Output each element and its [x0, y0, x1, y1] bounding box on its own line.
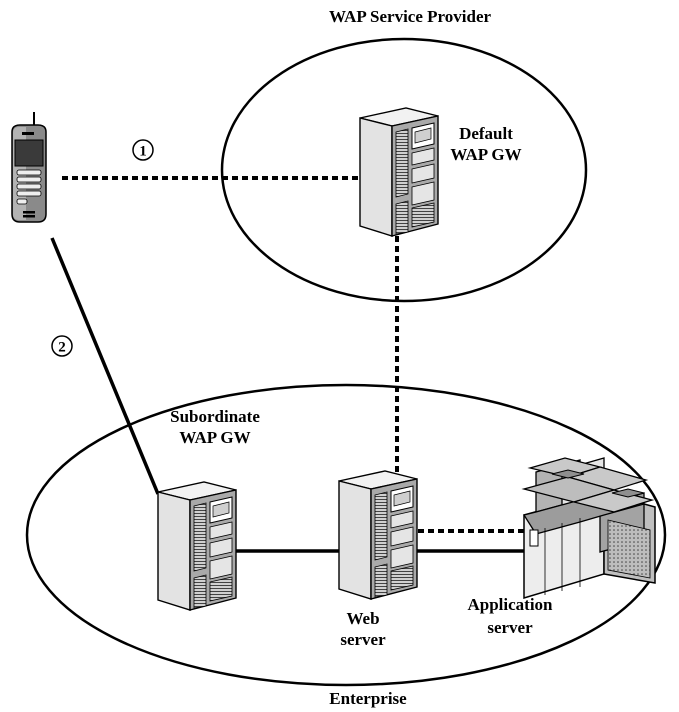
app-server-label-line2: server: [487, 618, 533, 637]
application-server-icon: [521, 457, 656, 600]
app-server-label-line1: Application: [467, 595, 553, 614]
wap-provider-title: WAP Service Provider: [329, 7, 492, 26]
path-1-label: 1: [139, 144, 147, 160]
path-2-marker: 2: [51, 335, 73, 357]
path-2-label: 2: [58, 340, 66, 356]
subordinate-gw-label-line2: WAP GW: [179, 428, 250, 447]
web-server-label-line2: server: [340, 630, 386, 649]
enterprise-title: Enterprise: [329, 689, 407, 708]
web-server-label-line1: Web: [346, 609, 379, 628]
subordinate-gw-label-line1: Subordinate: [170, 407, 260, 426]
link-phone-to-subordinate-gw: [50, 237, 160, 495]
default-gw-label-line1: Default: [459, 124, 513, 143]
mobile-phone-icon: [11, 112, 47, 223]
subordinate-wap-gateway-icon: [157, 481, 237, 611]
default-gw-label-line2: WAP GW: [450, 145, 521, 164]
web-server-icon: [338, 470, 418, 600]
default-wap-gateway-icon: [359, 107, 439, 237]
path-1-marker: 1: [132, 139, 154, 161]
wap-provider-region: [220, 37, 588, 303]
enterprise-region: [25, 383, 667, 687]
